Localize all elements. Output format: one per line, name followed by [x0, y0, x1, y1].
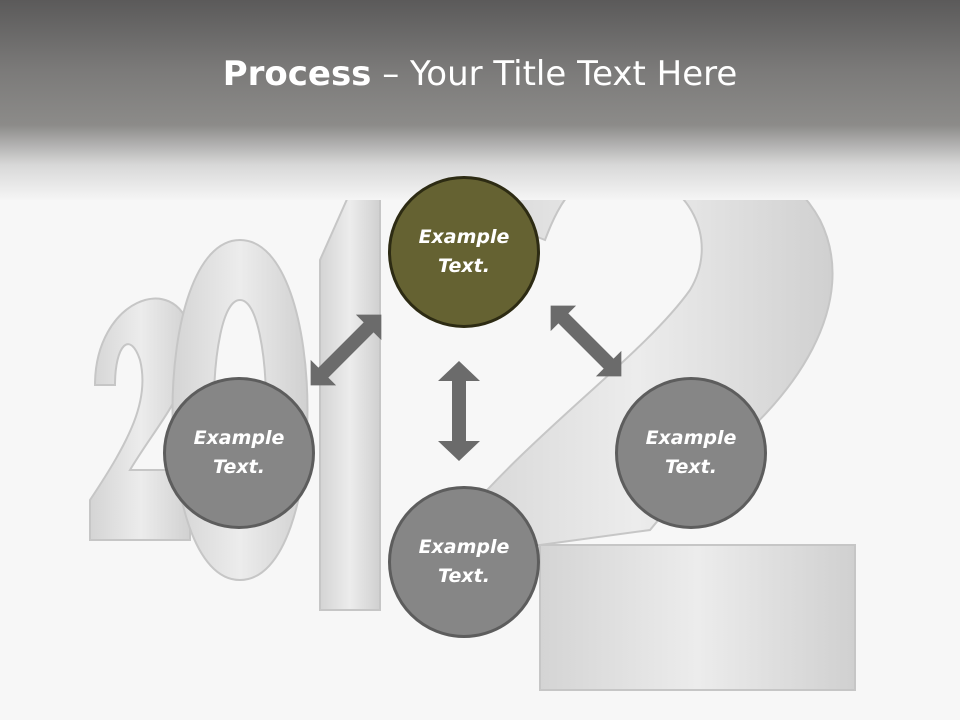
title-rest: – Your Title Text Here	[371, 54, 738, 94]
title-bold: Process	[222, 54, 372, 94]
circle-text-line2: Text.	[438, 255, 490, 277]
digit-2-small-shape	[89, 297, 193, 541]
double-arrow-right-icon	[550, 305, 622, 377]
circle-text-line1: Example	[418, 226, 510, 248]
double-arrow-left-icon	[310, 314, 382, 386]
digit-2-base-shape	[539, 544, 856, 691]
circle-text-line2: Text.	[438, 565, 490, 587]
circle-text-line1: Example	[645, 427, 737, 449]
circle-text-line2: Text.	[213, 456, 265, 478]
circle-text-line1: Example	[418, 536, 510, 558]
circle-text-line2: Text.	[665, 456, 717, 478]
double-arrow-vertical-icon	[438, 361, 480, 461]
slide-title: Process – Your Title Text Here	[0, 52, 960, 96]
circle-text-line1: Example	[193, 427, 285, 449]
title-bar	[0, 0, 960, 200]
